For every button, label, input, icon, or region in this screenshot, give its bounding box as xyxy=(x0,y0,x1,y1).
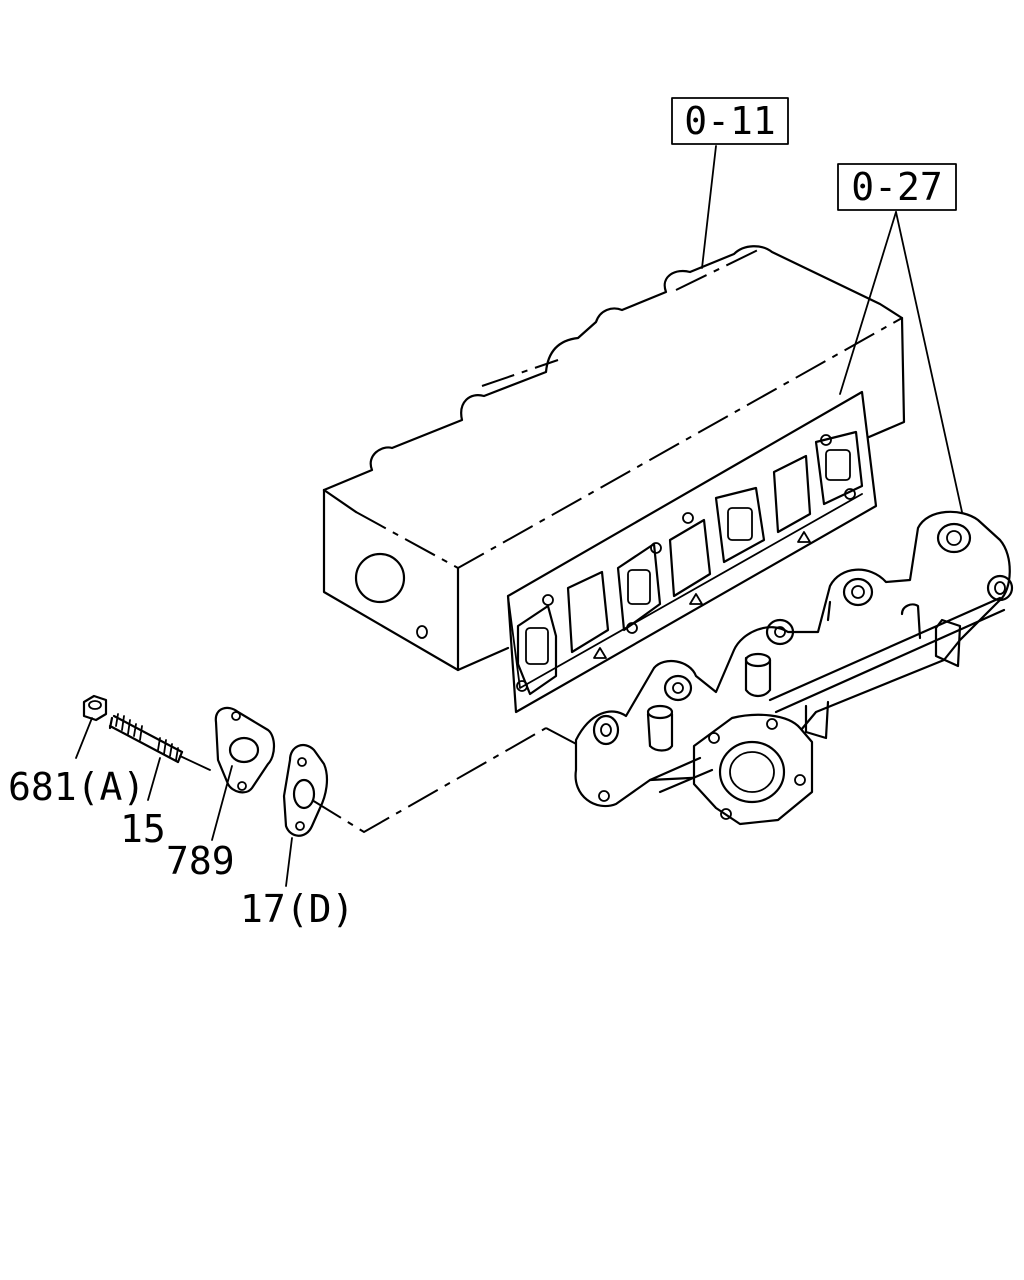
gasket-port xyxy=(814,430,864,506)
flange-plate xyxy=(214,706,276,794)
reference-box-cylinder-head[interactable]: 0-11 xyxy=(671,97,789,145)
manifold-gasket xyxy=(506,390,878,714)
exhaust-manifold xyxy=(574,510,1014,826)
stud-bolt xyxy=(108,713,211,771)
gasket-port xyxy=(714,486,766,564)
callout-nut: 681(A) xyxy=(8,765,145,809)
reference-label: 0-27 xyxy=(851,165,943,209)
flange-gasket xyxy=(282,743,329,837)
gasket-port xyxy=(516,604,558,696)
reference-label: 0-11 xyxy=(684,99,776,143)
reference-box-manifold[interactable]: 0-27 xyxy=(837,163,957,211)
callout-flange-plate: 789 xyxy=(166,839,235,883)
callout-gasket: 17(D) xyxy=(240,887,354,931)
leader-lines xyxy=(75,145,963,887)
callout-stud: 15 xyxy=(120,807,166,851)
gasket-port xyxy=(616,542,662,632)
cylinder-head-block xyxy=(322,245,906,672)
flange-nut xyxy=(82,694,108,722)
